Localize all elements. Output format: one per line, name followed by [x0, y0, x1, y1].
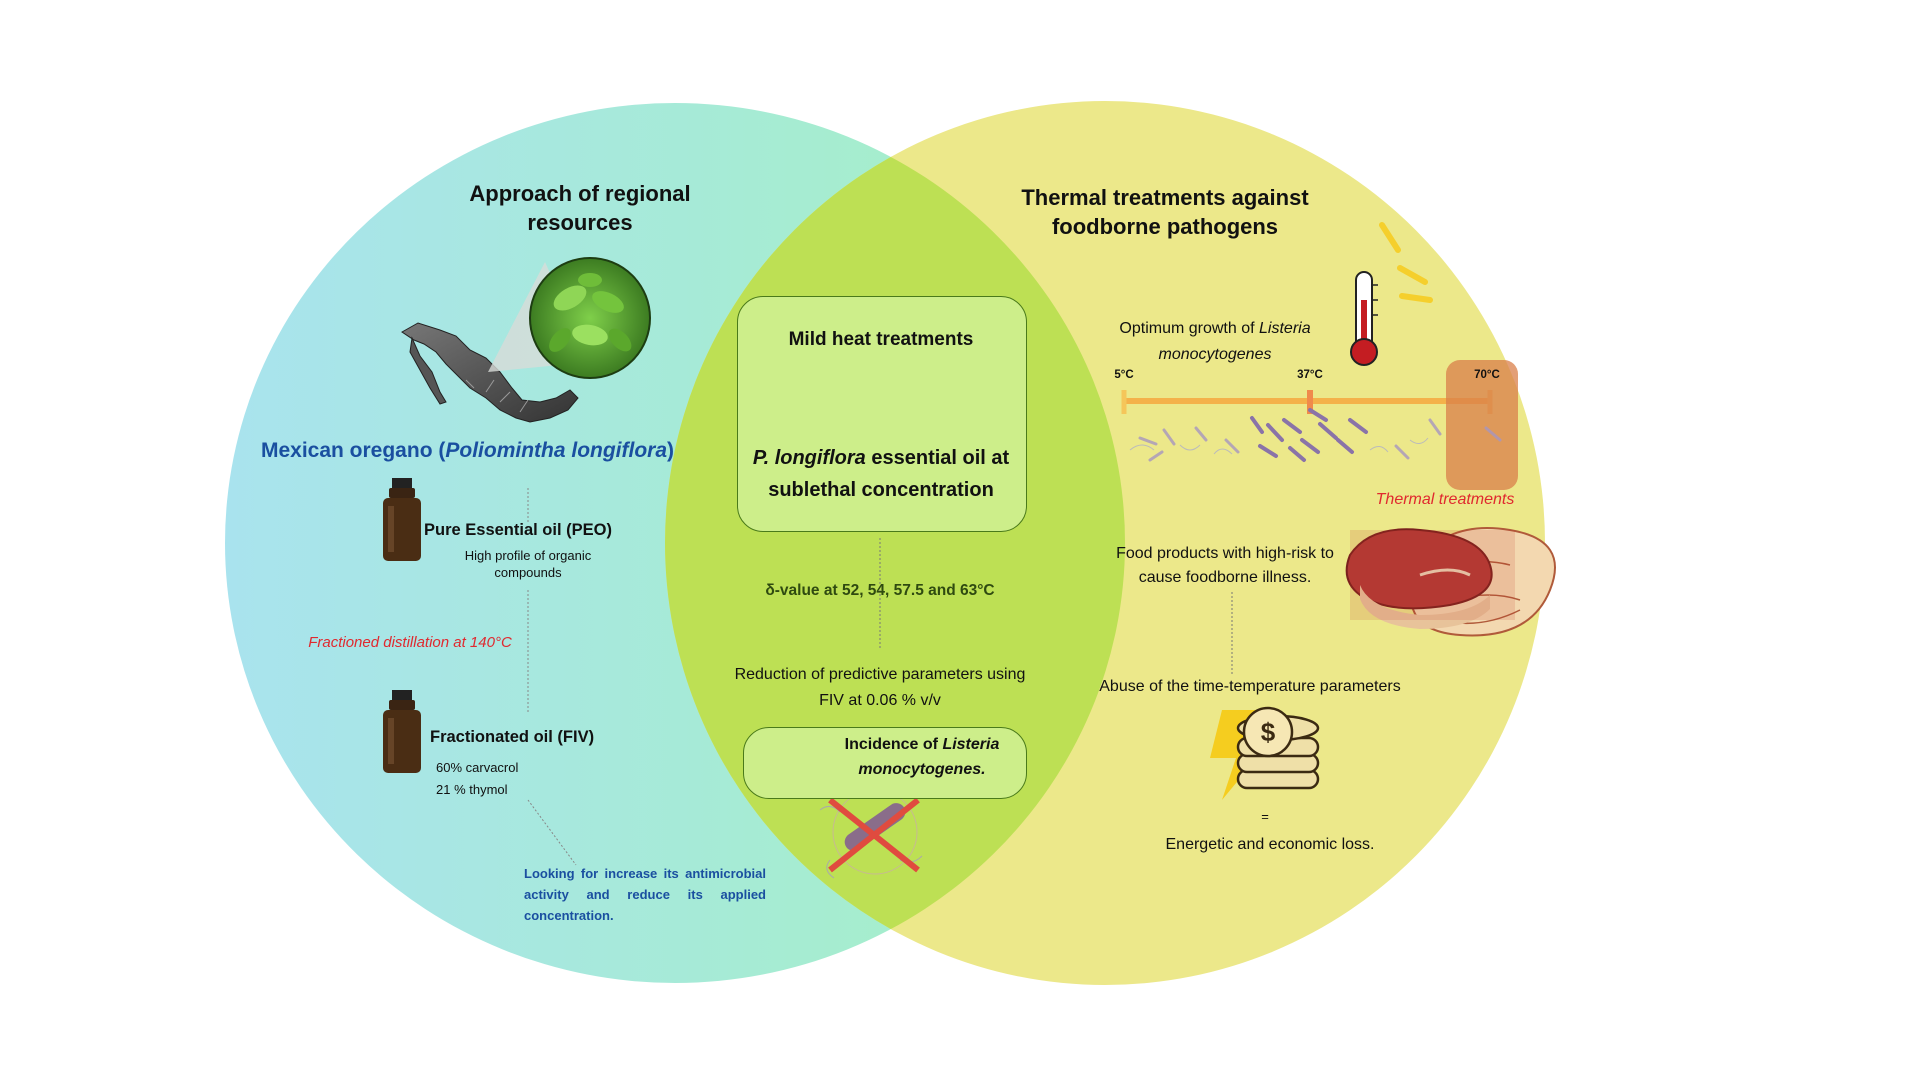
center-box — [737, 296, 1027, 532]
temp-low-label: 5°C — [1114, 369, 1134, 381]
equals-sign: = — [1261, 809, 1269, 824]
distillation-label: Fractioned distillation at 140°C — [308, 634, 512, 651]
goal-text: Looking for increase its antimicrobial a… — [524, 866, 766, 923]
essential-oil-species: P. longiflora — [752, 447, 866, 469]
loss-label: Energetic and economic loss. — [1165, 836, 1375, 853]
oregano-species: Poliomintha longiflora — [445, 439, 668, 462]
left-flow-lines — [527, 488, 577, 866]
meat-icon — [1345, 527, 1556, 637]
fiv-title: Fractionated oil (FIV) — [430, 728, 595, 746]
peo-bottle-icon — [383, 478, 421, 561]
peo-title: Pure Essential oil (PEO) — [424, 521, 612, 539]
incidence-species: Listeria monocytogenes. — [858, 736, 1000, 778]
bacteria-cluster-icon — [1129, 408, 1502, 462]
oregano-suffix: ) — [667, 439, 675, 462]
abuse-label: Abuse of the time-temperature parameters — [1099, 678, 1401, 695]
temp-high-label: 70°C — [1474, 369, 1500, 381]
oregano-leaves-icon — [529, 257, 651, 379]
growth-label: Optimum growth of Listeria monocytogenes — [1095, 316, 1335, 367]
thermal-treatments-label: Thermal treatments — [1375, 491, 1515, 508]
growth-species: Listeria monocytogenes — [1158, 320, 1311, 363]
temp-mid-label: 37°C — [1297, 369, 1323, 381]
delta-value-label: δ-value at 52, 54, 57.5 and 63°C — [765, 582, 995, 599]
coins-icon: $ — [1236, 706, 1320, 790]
thermal-zone-highlight — [1446, 360, 1518, 490]
mild-heat-label: Mild heat treatments — [788, 329, 974, 350]
left-title: Approach of regional resources — [469, 181, 691, 235]
essential-oil-label: P. longiflora essential oil at sublethal… — [745, 442, 1017, 506]
fiv-thymol: 21 % thymol — [436, 782, 508, 797]
thermometer-icon — [1350, 271, 1378, 366]
peo-desc: High profile of organic compounds — [464, 548, 592, 580]
oregano-label: Mexican oregano (Poliomintha longiflora) — [245, 437, 690, 464]
oregano-prefix: Mexican oregano ( — [260, 439, 446, 462]
essential-oil-rest: essential oil at sublethal concentration — [768, 447, 1010, 501]
food-label: Food products with high-risk to cause fo… — [1116, 545, 1334, 586]
reduction-label: Reduction of predictive parameters using… — [734, 666, 1026, 709]
fiv-bottle-icon — [383, 690, 421, 773]
incidence-box — [743, 727, 1027, 799]
lightning-icon — [1210, 710, 1270, 800]
fiv-carvacrol: 60% carvacrol — [436, 760, 519, 775]
svg-text:$: $ — [1261, 717, 1276, 747]
sun-rays-icon — [1379, 222, 1433, 303]
incidence-prefix: Incidence of — [844, 736, 943, 753]
crossed-bacteria-icon — [819, 789, 923, 879]
right-title: Thermal treatments against foodborne pat… — [1021, 185, 1309, 239]
mexico-map-icon — [401, 322, 579, 423]
incidence-label: Incidence of Listeria monocytogenes. — [817, 733, 1027, 783]
growth-prefix: Optimum growth of — [1119, 320, 1260, 337]
